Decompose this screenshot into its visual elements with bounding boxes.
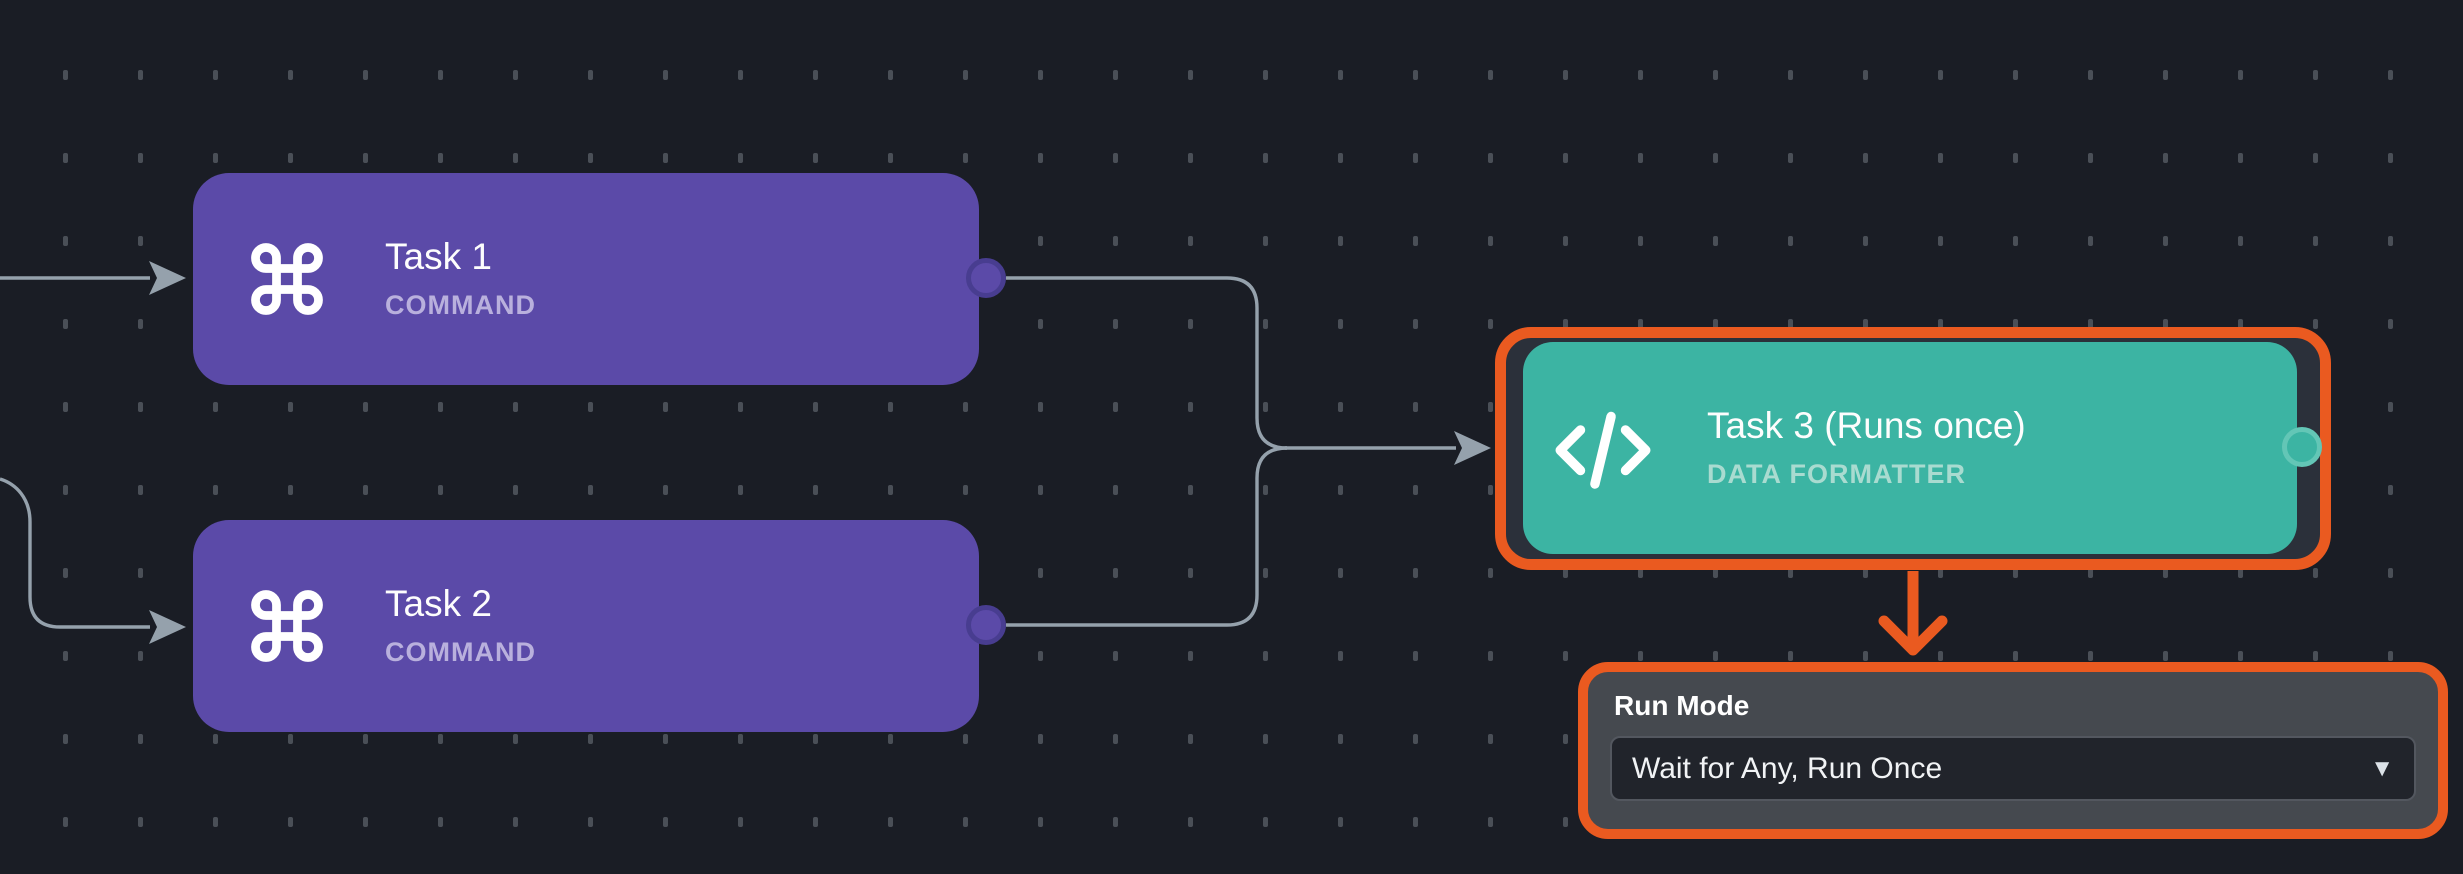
node-subtitle: COMMAND xyxy=(385,290,536,321)
arrowhead-into-task1 xyxy=(149,261,186,295)
edge-into-task2 xyxy=(0,477,186,644)
output-port-task1[interactable] xyxy=(966,258,1006,298)
edge-merged-into-task3 xyxy=(1285,431,1491,465)
node-title: Task 2 xyxy=(385,582,492,624)
run-mode-label: Run Mode xyxy=(1614,690,1750,721)
edge-task3-to-run-mode xyxy=(1878,571,1948,656)
node-subtitle: DATA FORMATTER xyxy=(1707,459,1966,490)
output-port-task2[interactable] xyxy=(966,605,1006,645)
arrowhead-into-task3 xyxy=(1454,431,1491,465)
edge-into-task1 xyxy=(0,261,186,295)
run-mode-selected-value: Wait for Any, Run Once xyxy=(1632,751,1943,785)
command-icon xyxy=(245,584,329,668)
node-task2[interactable]: Task 2 COMMAND xyxy=(193,520,979,732)
node-title: Task 3 (Runs once) xyxy=(1707,404,2026,446)
edge-task2-to-task3 xyxy=(1006,446,1288,627)
node-subtitle: COMMAND xyxy=(385,637,536,668)
orange-arrowhead-icon xyxy=(1878,615,1948,656)
node-task1[interactable]: Task 1 COMMAND xyxy=(193,173,979,385)
run-mode-panel: Run Mode Wait for Any, Run Once ▼ xyxy=(1578,662,2448,839)
node-task3[interactable]: Task 3 (Runs once) DATA FORMATTER xyxy=(1523,342,2297,554)
node-title: Task 1 xyxy=(385,235,492,277)
edge-task1-to-task3 xyxy=(1006,276,1288,450)
run-mode-dropdown[interactable]: Wait for Any, Run Once ▼ xyxy=(1610,736,2416,801)
command-icon xyxy=(245,237,329,321)
code-icon xyxy=(1549,394,1657,502)
arrowhead-into-task2 xyxy=(149,610,186,644)
dropdown-caret-icon: ▼ xyxy=(2370,754,2394,782)
output-port-task3[interactable] xyxy=(2282,427,2322,467)
